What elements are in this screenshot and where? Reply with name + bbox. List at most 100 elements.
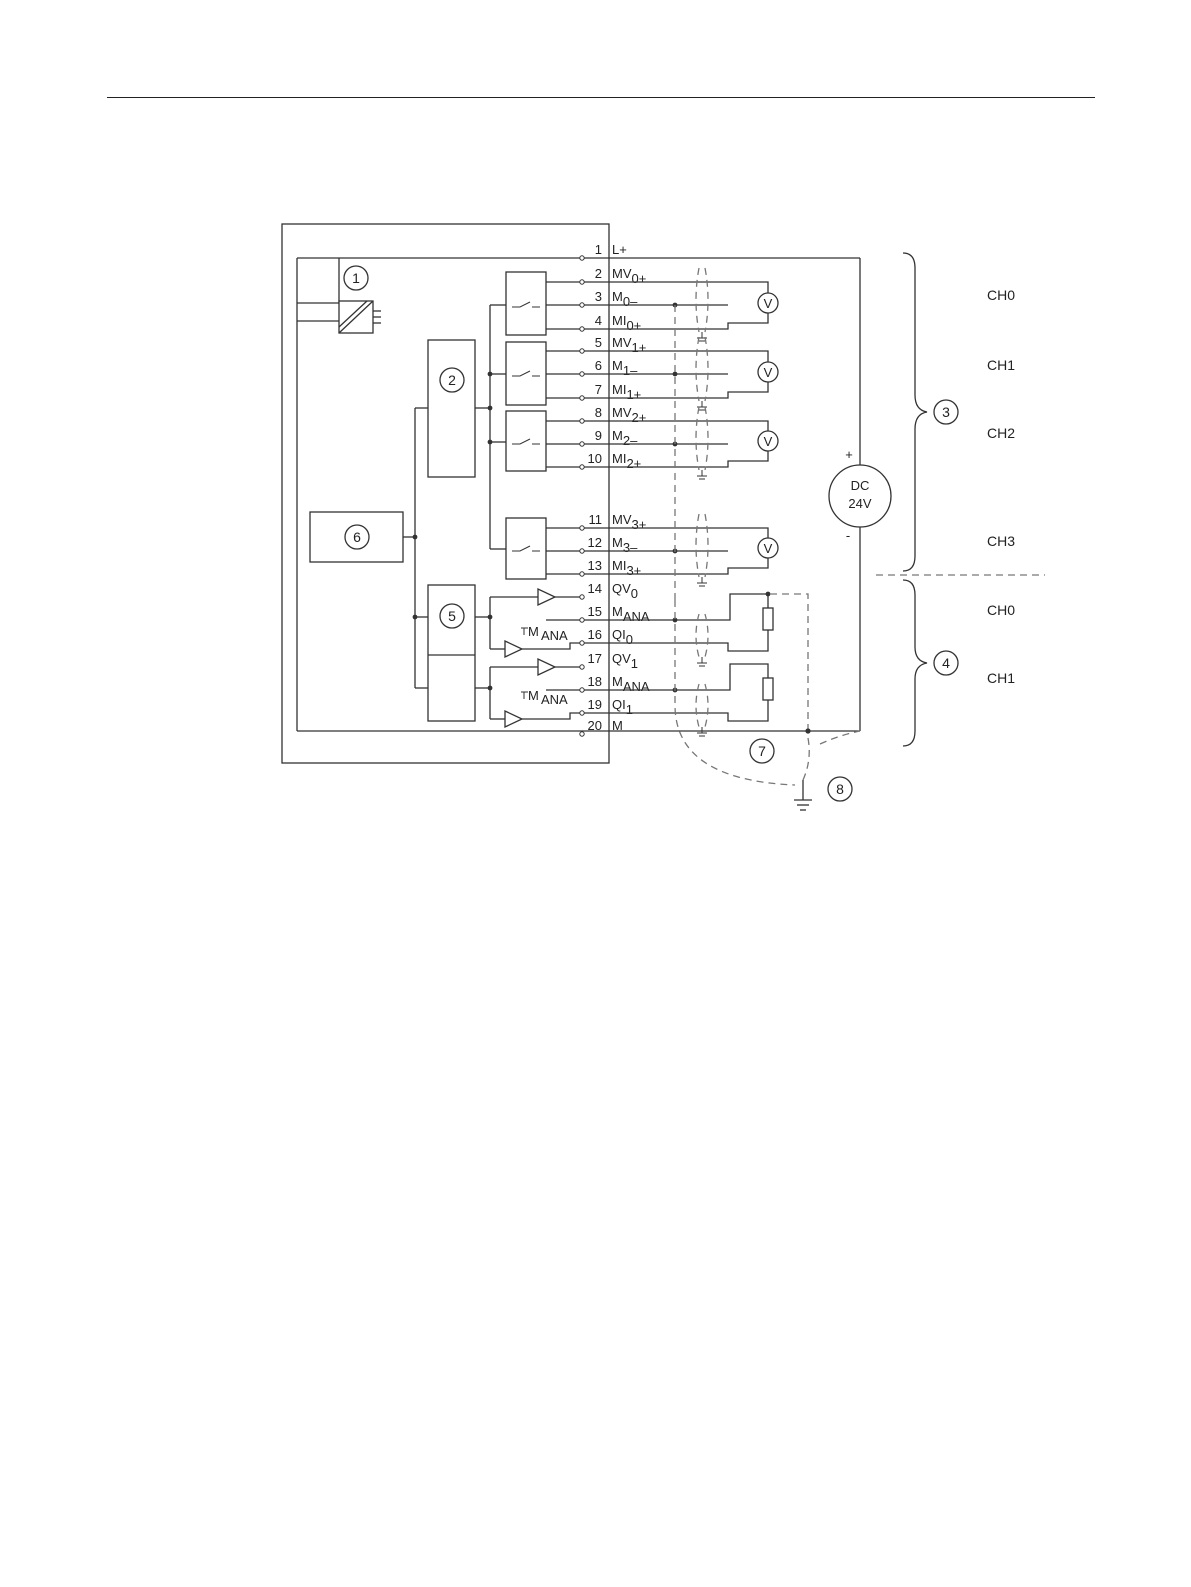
terminal-20: 20 M xyxy=(580,718,623,736)
terminal-number: 9 xyxy=(595,428,602,443)
voltmeter-symbol: V xyxy=(764,296,773,311)
terminal-number: 1 xyxy=(595,242,602,257)
terminal-label: QV1 xyxy=(612,651,638,671)
terminal-label: M2– xyxy=(612,428,638,448)
svg-text:1: 1 xyxy=(352,270,360,286)
output-amplifiers-ch0 xyxy=(475,589,580,657)
marker-7: 7 xyxy=(750,739,774,763)
svg-text:8: 8 xyxy=(836,781,844,797)
terminal-7: 7 MI1+ xyxy=(580,382,641,402)
terminal-number: 3 xyxy=(595,289,602,304)
terminal-label: L+ xyxy=(612,242,627,257)
multiplexer-ch2 xyxy=(506,411,580,471)
multiplexer-group xyxy=(506,272,580,579)
adc-mux-wiring xyxy=(475,305,506,549)
load-resistor xyxy=(763,608,773,630)
terminal-2: 2 MV0+ xyxy=(580,266,647,286)
terminal-number: 10 xyxy=(588,451,602,466)
multiplexer-ch1 xyxy=(506,342,580,405)
terminal-number: 12 xyxy=(588,535,602,550)
channel-label: CH2 xyxy=(987,425,1015,441)
terminal-label: MI0+ xyxy=(612,313,641,333)
voltmeter-symbol: V xyxy=(764,541,773,556)
terminal-label: MANA xyxy=(612,604,650,624)
svg-text:ANA: ANA xyxy=(541,628,568,643)
mana-label-1: M ANA xyxy=(521,688,568,707)
marker-4: 4 xyxy=(934,651,958,675)
svg-text:4: 4 xyxy=(942,655,950,671)
terminal-label: M1– xyxy=(612,358,638,378)
channel-label: CH0 xyxy=(987,287,1015,303)
terminal-18: 18 MANA xyxy=(580,674,650,694)
terminal-label: M0– xyxy=(612,289,638,309)
terminal-label: MV1+ xyxy=(612,335,646,355)
channel-label: CH1 xyxy=(987,670,1015,686)
marker-1: 1 xyxy=(344,266,368,290)
brace-analog-inputs xyxy=(903,253,927,571)
terminal-label: MV2+ xyxy=(612,405,646,425)
terminal-number: 19 xyxy=(588,697,602,712)
terminal-number: 4 xyxy=(595,313,602,328)
isolation-converter xyxy=(297,258,381,333)
terminal-label: MI3+ xyxy=(612,558,641,578)
terminal-number: 17 xyxy=(588,651,602,666)
terminal-number: 7 xyxy=(595,382,602,397)
terminal-label: MV0+ xyxy=(612,266,646,286)
terminal-label: MI2+ xyxy=(612,451,641,471)
svg-text:5: 5 xyxy=(448,608,456,624)
terminal-16: 16 QI0 xyxy=(580,627,633,647)
svg-text:24V: 24V xyxy=(848,496,871,511)
voltmeter-symbol: V xyxy=(764,434,773,449)
terminal-number: 8 xyxy=(595,405,602,420)
svg-text:M: M xyxy=(528,688,539,703)
terminal-number: 16 xyxy=(588,627,602,642)
terminal-number: 18 xyxy=(588,674,602,689)
terminal-strip: 1 L+ 2 MV0+ 3 M0– 4 MI0+ 5 MV1+ 6 M1– 7 MI1+ 8 MV2+ 9 M2–… xyxy=(580,242,650,736)
marker-8: 8 xyxy=(828,777,852,801)
svg-text:7: 7 xyxy=(758,743,766,759)
multiplexer-ch3 xyxy=(506,518,580,579)
load-resistor xyxy=(763,678,773,700)
internal-bus xyxy=(403,408,428,688)
channel-label: CH0 xyxy=(987,602,1015,618)
svg-text:-: - xyxy=(846,528,850,543)
svg-text:M: M xyxy=(528,624,539,639)
brace-analog-outputs xyxy=(903,580,927,746)
terminal-number: 13 xyxy=(588,558,602,573)
terminal-number: 6 xyxy=(595,358,602,373)
terminal-number: 5 xyxy=(595,335,602,350)
svg-text:3: 3 xyxy=(942,404,950,420)
terminal-label: QI0 xyxy=(612,627,633,647)
terminal-number: 11 xyxy=(589,512,603,527)
channel-label: CH1 xyxy=(987,357,1015,373)
marker-2: 2 xyxy=(440,368,464,392)
voltmeter-symbol: V xyxy=(764,365,773,380)
terminal-label: MI1+ xyxy=(612,382,641,402)
terminal-4: 4 MI0+ xyxy=(580,313,641,333)
terminal-8: 8 MV2+ xyxy=(580,405,647,425)
terminal-10: 10 MI2+ xyxy=(580,451,641,471)
multiplexer-ch0 xyxy=(506,272,580,335)
mana-label-0: M ANA xyxy=(521,624,568,643)
marker-5: 5 xyxy=(440,604,464,628)
terminal-label: MANA xyxy=(612,674,650,694)
marker-3: 3 xyxy=(934,400,958,424)
svg-text:DC: DC xyxy=(851,478,870,493)
terminal-number: 20 xyxy=(588,718,602,733)
svg-text:2: 2 xyxy=(448,372,456,388)
svg-text:6: 6 xyxy=(353,529,361,545)
terminal-label: M3– xyxy=(612,535,638,555)
terminal-number: 2 xyxy=(595,266,602,281)
marker-6: 6 xyxy=(345,525,369,549)
terminal-label: MV3+ xyxy=(612,512,646,532)
svg-text:+: + xyxy=(845,447,853,462)
terminal-13: 13 MI3+ xyxy=(580,558,641,578)
terminal-5: 5 MV1+ xyxy=(580,335,647,355)
terminal-11: 11 MV3+ xyxy=(580,512,647,532)
terminal-label: M xyxy=(612,718,623,733)
